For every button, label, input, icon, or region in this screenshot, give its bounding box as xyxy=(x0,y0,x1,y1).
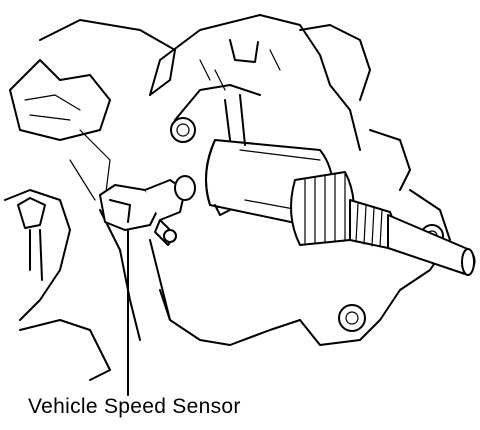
speed-sensor xyxy=(99,175,196,246)
vehicle-speed-sensor-label: Vehicle Speed Sensor xyxy=(28,395,241,418)
transmission-housing xyxy=(4,14,451,381)
output-shaft xyxy=(290,171,476,276)
